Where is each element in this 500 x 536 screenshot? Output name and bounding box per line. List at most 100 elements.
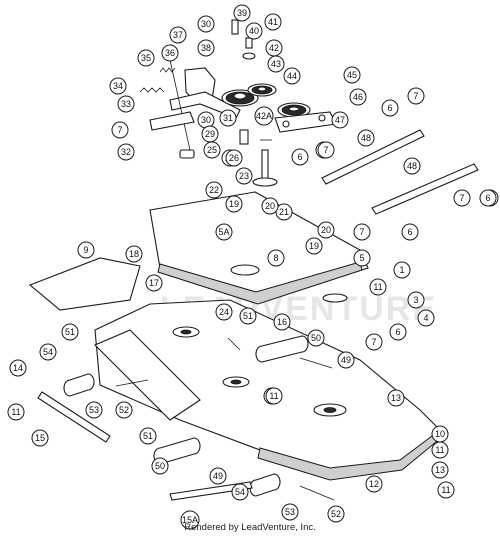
callout-12: 12 (365, 475, 383, 493)
callout-46: 46 (349, 88, 367, 106)
svg-text:19: 19 (229, 199, 239, 209)
svg-text:54: 54 (235, 487, 245, 497)
svg-text:30: 30 (201, 115, 211, 125)
callout-49: 49 (209, 467, 227, 485)
callout-29: 29 (201, 125, 219, 143)
callout-33: 33 (117, 95, 135, 113)
callout-35: 35 (137, 49, 155, 67)
svg-text:13: 13 (391, 393, 401, 403)
callout-49: 49 (337, 351, 355, 369)
callout-30: 30 (197, 15, 215, 33)
callout-7: 7 (111, 121, 129, 139)
svg-text:5A: 5A (218, 227, 229, 237)
svg-text:7: 7 (323, 145, 328, 155)
callout-6: 6 (479, 189, 497, 207)
svg-text:39: 39 (237, 8, 247, 18)
callout-13: 13 (387, 389, 405, 407)
callout-16: 16 (273, 313, 291, 331)
callout-6: 6 (381, 99, 399, 117)
callout-42A: 42A (254, 106, 274, 126)
svg-text:35: 35 (141, 53, 151, 63)
callout-1: 1 (393, 261, 411, 279)
svg-text:44: 44 (287, 71, 297, 81)
svg-text:1: 1 (399, 265, 404, 275)
callout-11: 11 (431, 441, 449, 459)
callout-53: 53 (281, 503, 299, 521)
callout-7: 7 (407, 87, 425, 105)
svg-text:51: 51 (143, 431, 153, 441)
callout-53: 53 (85, 401, 103, 419)
callout-23: 23 (235, 167, 253, 185)
svg-text:51: 51 (65, 327, 75, 337)
svg-text:36: 36 (165, 48, 175, 58)
hardware-stack (231, 19, 256, 145)
svg-text:49: 49 (341, 355, 351, 365)
callout-32: 32 (117, 143, 135, 161)
svg-text:11: 11 (435, 445, 444, 455)
callout-48: 48 (357, 129, 375, 147)
svg-text:23: 23 (239, 171, 249, 181)
svg-text:22: 22 (209, 185, 219, 195)
callout-26: 26 (225, 149, 243, 167)
callout-37: 37 (169, 26, 187, 44)
svg-text:47: 47 (335, 115, 345, 125)
pulley-center (247, 83, 277, 97)
callout-48: 48 (403, 157, 421, 175)
callout-6: 6 (401, 223, 419, 241)
callout-54: 54 (39, 343, 57, 361)
svg-text:18: 18 (129, 249, 139, 259)
spring (139, 67, 176, 93)
roller-axle-brackets (37, 391, 253, 501)
callout-15: 15 (31, 429, 49, 447)
callout-50: 50 (307, 329, 325, 347)
upper-deck-plate (149, 191, 369, 305)
callout-42: 42 (265, 39, 283, 57)
callout-51: 51 (239, 307, 257, 325)
callout-10: 10 (431, 425, 449, 443)
svg-text:15: 15 (35, 433, 45, 443)
svg-text:50: 50 (311, 333, 321, 343)
svg-text:46: 46 (353, 92, 363, 102)
callout-7: 7 (453, 189, 471, 207)
svg-text:41: 41 (268, 17, 278, 27)
svg-text:7: 7 (413, 91, 418, 101)
callout-52: 52 (327, 505, 345, 523)
svg-text:51: 51 (243, 311, 253, 321)
svg-text:3: 3 (413, 295, 418, 305)
callout-43: 43 (267, 55, 285, 73)
svg-text:43: 43 (271, 59, 281, 69)
bolts (115, 337, 335, 501)
deck-rollers (63, 335, 309, 497)
svg-text:53: 53 (285, 507, 295, 517)
svg-text:6: 6 (407, 227, 412, 237)
callout-18: 18 (125, 245, 143, 263)
svg-text:48: 48 (407, 161, 417, 171)
svg-text:30: 30 (201, 19, 211, 29)
svg-text:11: 11 (441, 485, 450, 495)
callout-20: 20 (317, 221, 335, 239)
callout-11: 11 (369, 278, 387, 296)
svg-text:31: 31 (223, 113, 233, 123)
callout-14: 14 (9, 359, 27, 377)
callout-7: 7 (353, 223, 371, 241)
svg-text:26: 26 (229, 153, 239, 163)
svg-text:45: 45 (347, 70, 357, 80)
callout-11: 11 (265, 387, 283, 405)
svg-text:11: 11 (373, 282, 382, 292)
callout-15A: 15A (180, 510, 200, 530)
svg-text:50: 50 (155, 461, 165, 471)
callout-6: 6 (389, 323, 407, 341)
svg-text:6: 6 (395, 327, 400, 337)
deck-rail-lower (371, 163, 479, 215)
callout-19: 19 (225, 195, 243, 213)
svg-text:6: 6 (485, 193, 490, 203)
svg-text:48: 48 (361, 133, 371, 143)
callout-47: 47 (331, 111, 349, 129)
callout-19: 19 (305, 237, 323, 255)
svg-text:11: 11 (269, 391, 278, 401)
svg-text:16: 16 (277, 317, 287, 327)
callout-40: 40 (245, 22, 263, 40)
callout-22: 22 (205, 181, 223, 199)
pulley-left (221, 89, 259, 107)
